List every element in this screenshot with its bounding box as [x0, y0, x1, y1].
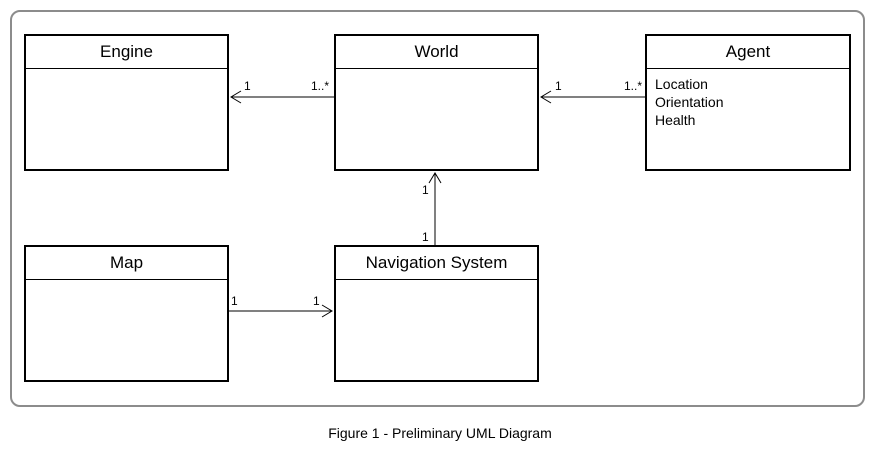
mult-world-side-engine: 1..*: [311, 79, 330, 93]
mult-world-bottom: 1: [422, 183, 429, 197]
class-engine: Engine: [24, 34, 229, 171]
class-navigation-system: Navigation System: [334, 245, 539, 382]
arrowhead-world-from-agent: [540, 90, 552, 104]
mult-agent-side: 1..*: [624, 79, 643, 93]
class-agent: Agent Location Orientation Health: [645, 34, 851, 171]
class-agent-attributes: Location Orientation Health: [647, 69, 849, 135]
mult-nav-top: 1: [422, 230, 429, 244]
class-world: World: [334, 34, 539, 171]
attribute-orientation: Orientation: [655, 94, 724, 110]
class-map: Map: [24, 245, 229, 382]
mult-map-side: 1: [231, 294, 238, 308]
class-navigation-system-name: Navigation System: [336, 247, 537, 280]
mult-engine-side: 1: [244, 79, 251, 93]
class-engine-name: Engine: [26, 36, 227, 69]
diagram-frame: [10, 10, 865, 407]
class-map-name: Map: [26, 247, 227, 280]
mult-nav-side: 1: [313, 294, 320, 308]
mult-world-side-agent: 1: [555, 79, 562, 93]
arrowhead-world-from-nav: [428, 172, 442, 184]
class-agent-name: Agent: [647, 36, 849, 69]
attribute-health: Health: [655, 112, 696, 128]
arrowhead-engine: [230, 90, 242, 104]
arrowhead-navigation-system: [321, 304, 333, 318]
attribute-location: Location: [655, 76, 708, 92]
class-world-name: World: [336, 36, 537, 69]
figure-caption: Figure 1 - Preliminary UML Diagram: [328, 425, 552, 441]
